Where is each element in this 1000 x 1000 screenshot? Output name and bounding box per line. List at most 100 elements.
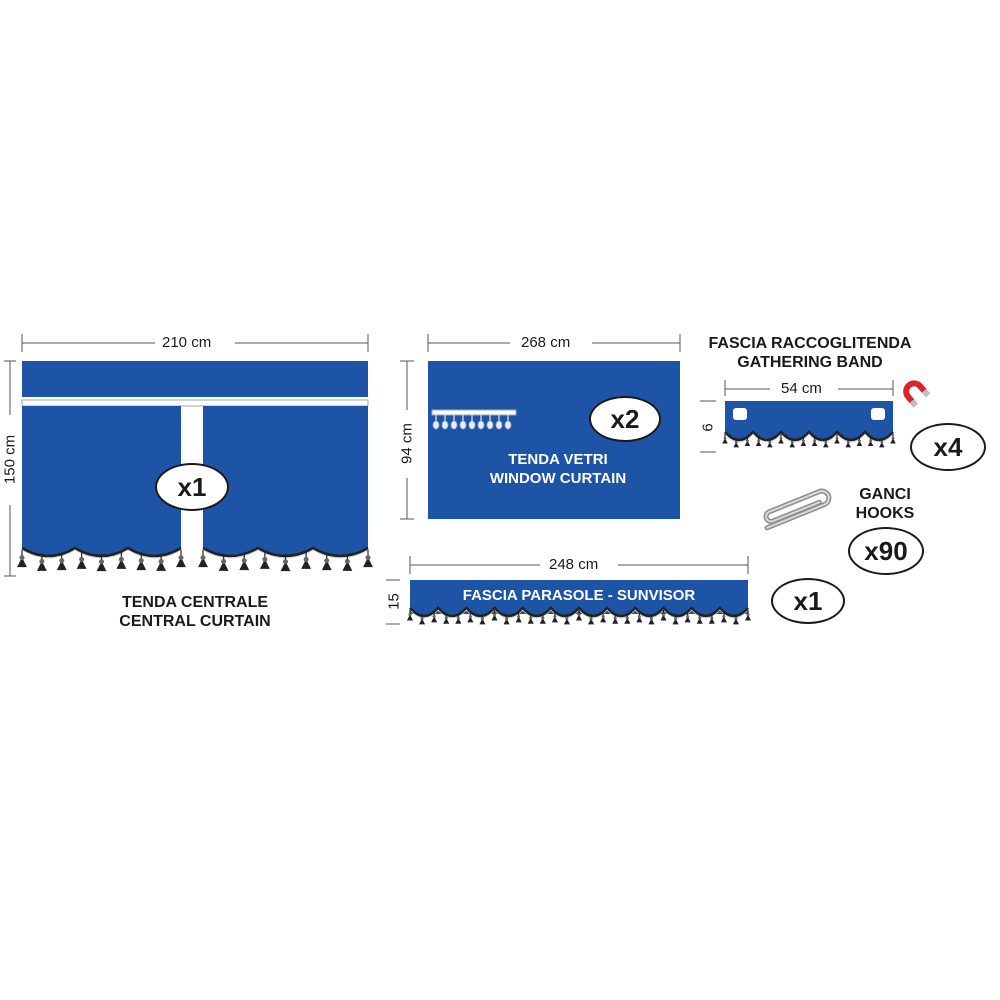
rail-tassel: [504, 420, 512, 430]
fringe-tassel: [890, 438, 896, 444]
hooks-title: GANCI HOOKS: [845, 485, 925, 523]
rail-tassel: [477, 420, 485, 430]
fringe-knot: [757, 439, 760, 443]
fringe-knot: [746, 613, 750, 617]
fringe-tassel: [722, 438, 728, 444]
fringe-knot: [178, 555, 184, 561]
fringe-knot: [802, 439, 805, 443]
fringe-knot: [613, 616, 617, 620]
rail-tassel: [468, 420, 476, 430]
fringe-knot: [138, 558, 144, 564]
fringe-tassel: [845, 441, 851, 448]
window-height-dimension: [400, 360, 414, 520]
central-rail: [21, 399, 369, 407]
fringe-knot: [779, 436, 783, 440]
band-title-it: FASCIA RACCOGLITENDA: [708, 335, 912, 352]
fringe-tassel: [539, 617, 546, 624]
fringe-tassel: [467, 616, 474, 623]
fringe-tassel: [755, 440, 762, 447]
fringe-knot: [768, 440, 772, 444]
sunvisor-fringe: [406, 606, 752, 625]
fringe-knot: [869, 439, 872, 443]
fringe-tassel: [56, 560, 67, 571]
rail-tassel: [441, 420, 449, 430]
fringe-knot: [601, 615, 605, 619]
fringe-tassel: [767, 441, 773, 448]
window-panel: [428, 361, 680, 519]
band-magnet-right: [871, 408, 885, 420]
fringe-knot: [565, 617, 569, 621]
fringe-tassel: [823, 441, 829, 448]
sunvisor-width-dimension: [409, 556, 749, 574]
fringe-knot: [39, 558, 45, 564]
fringe-knot: [649, 617, 653, 621]
fringe-tassel: [834, 438, 840, 444]
rail-tassel: [432, 420, 440, 430]
central-valance: [22, 361, 368, 397]
band-width-dimension: [724, 380, 894, 396]
fringe-tassel: [720, 616, 727, 623]
fringe-knot: [541, 616, 545, 620]
hooks-quantity-badge: x90: [848, 527, 924, 575]
central-quantity-badge: x1: [155, 463, 229, 511]
hooks-title-en: HOOKS: [855, 505, 915, 522]
fringe-tassel: [744, 614, 752, 621]
fringe-knot: [79, 556, 85, 562]
band-height-dimension: [700, 400, 716, 453]
fringe-knot: [158, 558, 164, 564]
fringe-tassel: [800, 440, 807, 447]
fringe-tassel: [624, 617, 631, 624]
fringe-knot: [746, 439, 749, 443]
fringe-knot: [529, 616, 533, 620]
fringe-knot: [432, 615, 436, 619]
fringe-tassel: [811, 440, 818, 447]
fringe-tassel: [491, 614, 498, 621]
fringe-tassel: [116, 558, 127, 569]
fringe-knot: [637, 615, 641, 619]
central-fringe: [17, 546, 373, 572]
fringe-tassel: [672, 618, 679, 625]
fringe-knot: [444, 616, 448, 620]
rail-tassel: [495, 420, 503, 430]
band-title: FASCIA RACCOGLITENDA GATHERING BAND: [700, 334, 920, 372]
band-quantity-badge: x4: [910, 423, 986, 471]
fringe-tassel: [363, 557, 373, 568]
window-height-label: 94 cm: [398, 423, 416, 464]
window-quantity-value: x2: [610, 403, 640, 434]
fringe-tassel: [744, 440, 751, 447]
central-title-it: TENDA CENTRALE: [121, 594, 269, 611]
fringe-knot: [324, 558, 330, 564]
window-quantity-badge: x2: [589, 396, 661, 442]
band-magnet-left: [733, 408, 747, 420]
sunvisor: [386, 556, 752, 625]
fringe-tassel: [259, 558, 270, 569]
central-height-label: 150 cm: [1, 434, 19, 485]
window-rail-tassels: [432, 415, 512, 430]
fringe-tassel: [239, 560, 250, 571]
fringe-tassel: [96, 561, 107, 572]
fringe-tassel: [732, 618, 739, 625]
fringe-knot: [734, 440, 738, 444]
rail-tassel: [486, 420, 494, 430]
scallop-trim: [724, 430, 894, 442]
fringe-knot: [517, 615, 521, 619]
fringe-knot: [262, 556, 268, 562]
fringe-tassel: [778, 438, 784, 444]
sunvisor-width-label: 248 cm: [549, 556, 599, 573]
fringe-knot: [282, 559, 289, 565]
fringe-tassel: [879, 441, 885, 448]
central-curtain: [4, 334, 373, 577]
fringe-tassel: [856, 440, 863, 447]
fringe-knot: [98, 559, 105, 565]
band-width-label: 54 cm: [781, 380, 822, 397]
magnet-icon: [903, 380, 931, 408]
sunvisor-height-dimension: [386, 579, 400, 625]
fringe-knot: [686, 615, 690, 619]
fringe-knot: [674, 617, 678, 621]
fringe-tassel: [563, 618, 570, 625]
fringe-knot: [625, 616, 629, 620]
fringe-tassel: [789, 441, 795, 448]
fringe-knot: [200, 555, 206, 561]
fringe-knot: [710, 616, 714, 620]
rail-tassel: [450, 420, 458, 430]
